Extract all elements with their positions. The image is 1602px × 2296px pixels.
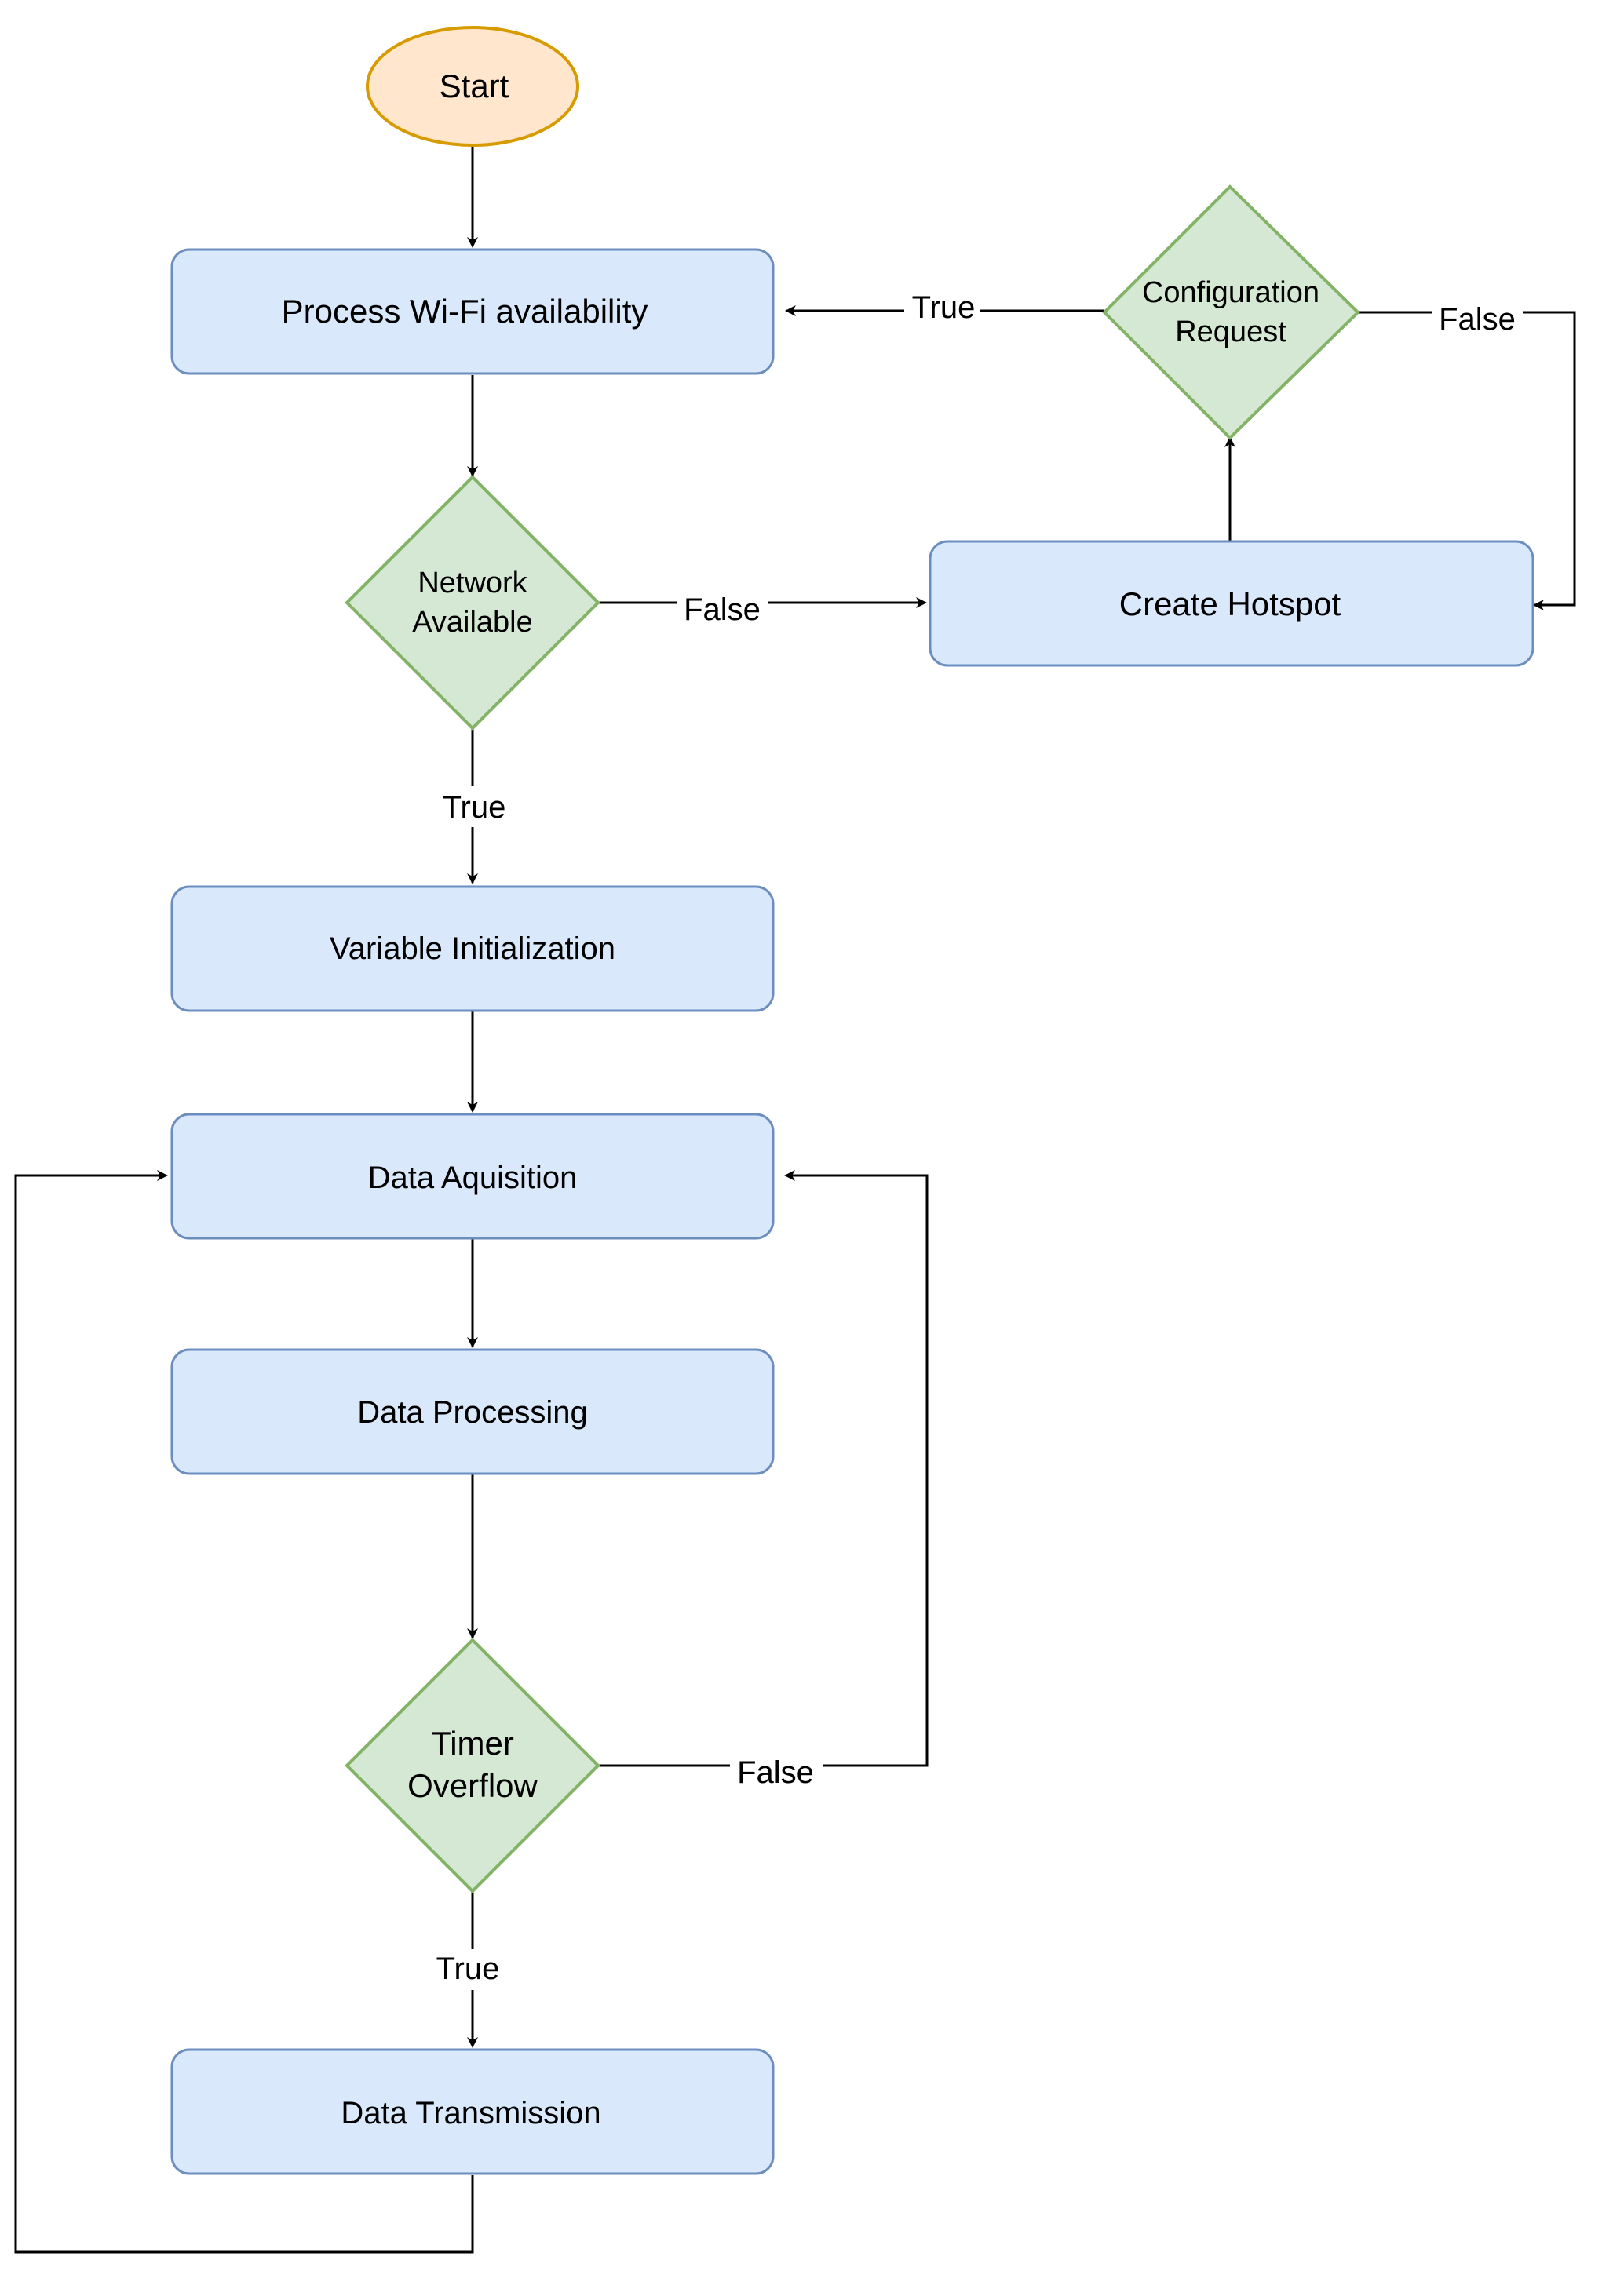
network-available-label-line-1: Network [418,567,527,600]
configuration-request-diamond [1102,184,1360,440]
data-processing-box [170,1348,775,1475]
edge-label-network-true: True [443,790,506,825]
nodes: Start Process Wi-Fi availability Configu… [170,26,1534,2175]
network-available-node[interactable]: Network Available [345,475,600,731]
network-available-label-line-2: Available [412,606,533,639]
data-acquisition-box [170,1113,775,1240]
edge-label-network-false: False [684,592,761,627]
edge-label-timer-true: True [436,1952,500,1986]
data-acquisition-label: Data Aquisition [368,1161,578,1195]
data-transmission-node[interactable]: Data Transmission [170,2048,775,2175]
variable-init-node[interactable]: Variable Initialization [170,885,775,1012]
create-hotspot-box [929,540,1534,667]
process-wifi-node[interactable]: Process Wi-Fi availability [170,248,775,375]
timer-overflow-diamond [345,1638,600,1893]
start-node[interactable]: Start [366,26,579,147]
variable-init-label: Variable Initialization [330,931,615,966]
timer-overflow-label-line-1: Timer [431,1725,514,1762]
data-processing-label: Data Processing [357,1395,587,1430]
configuration-request-node[interactable]: Configuration Request [1102,184,1360,440]
variable-init-box [170,885,775,1012]
start-label: Start [440,67,509,104]
create-hotspot-label: Create Hotspot [1119,585,1341,622]
configuration-request-label-line-2: Request [1175,315,1286,348]
timer-overflow-node[interactable]: Timer Overflow [345,1638,600,1893]
edge-transmission-loop-to-acquisition [14,1170,474,2254]
data-transmission-label: Data Transmission [341,2096,600,2130]
process-wifi-label: Process Wi-Fi availability [282,293,648,330]
process-wifi-box [170,248,775,375]
edge-label-timer-false: False [737,1755,814,1790]
data-transmission-box [170,2048,775,2175]
create-hotspot-node[interactable]: Create Hotspot [929,540,1534,667]
data-processing-node[interactable]: Data Processing [170,1348,775,1475]
edge-label-config-true: True [912,290,976,325]
start-ellipse [366,26,579,147]
edge-labels: True False False True False True [426,290,1523,1990]
configuration-request-label-line-1: Configuration [1142,276,1319,309]
network-available-diamond [345,475,600,731]
timer-overflow-label-line-2: Overflow [407,1767,538,1804]
edge-label-config-false: False [1439,302,1516,337]
data-acquisition-node[interactable]: Data Aquisition [170,1113,775,1240]
